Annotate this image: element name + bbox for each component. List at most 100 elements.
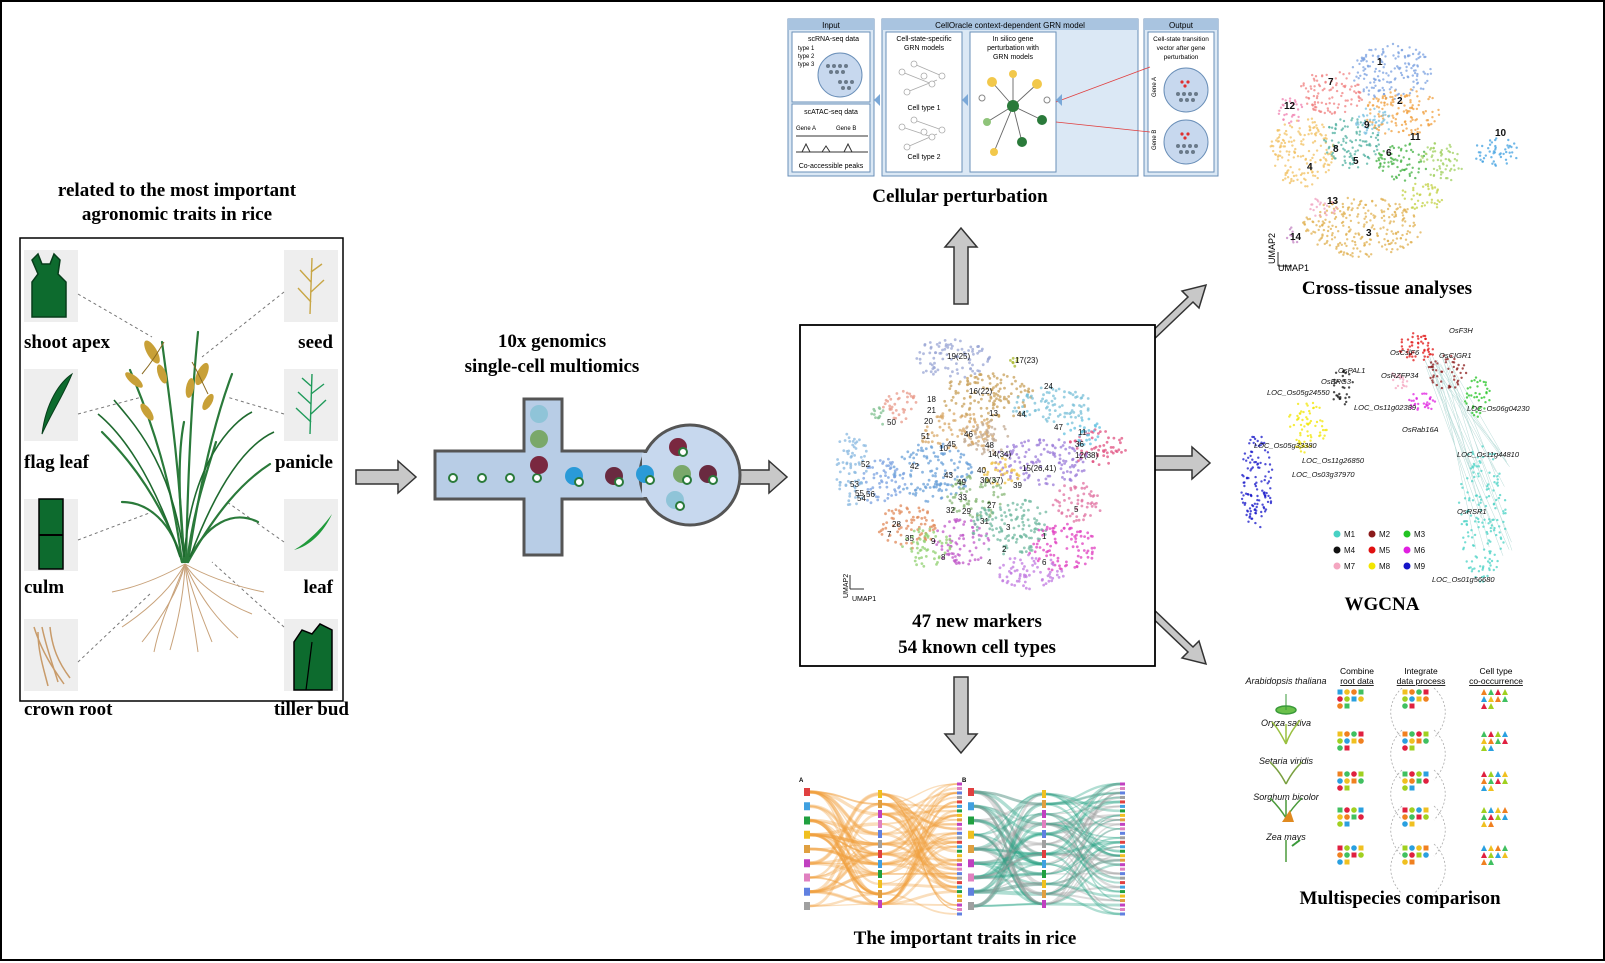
species-glyph [1337,852,1343,858]
scatter-point [905,537,908,540]
scatter-point [1328,89,1331,92]
scatter-point [950,433,954,436]
scatter-point [1342,140,1345,143]
scatter-point [1072,411,1076,414]
scatter-point [883,499,887,503]
scatter-point [969,417,973,420]
scatter-point [1471,499,1475,502]
scatter-point [1416,235,1419,239]
scatter-point [1012,526,1016,530]
scatter-point [1324,158,1327,161]
scatter-point [999,378,1003,382]
scatter-point [881,409,885,413]
scatter-point [1328,126,1331,129]
celloracle-scatac: scATAC-seq data [804,109,858,116]
scatter-point [1249,438,1252,442]
scatter-point [1366,118,1369,122]
scatter-point [854,479,857,483]
scatter-point [1033,401,1037,405]
scatter-point [1009,474,1012,478]
scatter-point [1341,127,1345,130]
rice-plant-illustration [97,330,275,653]
species-glyph [1402,852,1408,858]
center-cluster-label: 42 [910,462,919,471]
scatter-point [911,515,915,519]
scatter-point [1071,393,1075,397]
wgcna-caption: WGCNA [1345,594,1420,615]
scatter-point [1450,371,1454,374]
scatter-point [1461,367,1464,370]
species-glyph [1409,703,1415,709]
scatter-point [1424,183,1428,186]
scatter-point [905,400,909,404]
scatter-point [891,460,894,464]
scatter-point [1414,176,1417,180]
scatter-point [1312,208,1315,212]
scatter-point [1022,472,1026,476]
scatter-point [962,484,966,487]
scatter-point [1065,515,1069,518]
species-glyph [1488,696,1494,702]
scatter-point [1452,365,1456,369]
scatter-point [1266,451,1270,454]
scatter-point [1048,570,1052,574]
center-cluster-label: 28 [892,520,901,529]
cross-tissue-cluster-label: 10 [1495,128,1507,139]
scatter-point [1004,544,1008,548]
scatter-point [1296,402,1300,406]
scatter-point [1474,391,1477,395]
scatter-point [1251,458,1254,461]
scatter-point [1367,157,1371,160]
species-glyph [1488,821,1494,827]
scatter-point [1051,443,1054,447]
scatter-point [1280,141,1283,145]
scatter-point [1383,94,1387,98]
scatter-point [1365,241,1368,244]
scatter-point [1494,164,1498,167]
scatter-point [991,481,995,485]
scatter-point [1303,133,1306,137]
scatter-point [1397,154,1401,157]
scatter-point [1007,478,1010,481]
scatter-point [1378,166,1381,169]
sankey-celltype-node [957,813,962,817]
scatter-point [899,542,903,546]
species-glyph [1351,689,1357,695]
scatter-point [1112,436,1116,440]
scatter-point [1312,174,1315,177]
scatter-point [1284,99,1287,102]
scatter-point [1068,514,1072,518]
scatter-point [977,538,981,542]
species-plant-icons [1269,694,1303,862]
scatter-point [914,401,918,404]
scatter-point [1416,199,1420,202]
scatter-point [1250,450,1254,454]
cross-tissue-scatter [1269,42,1518,258]
scatter-point [1321,220,1325,223]
center-cluster-label: 40 [977,466,986,475]
scatter-point [1422,351,1425,354]
scatter-point [994,468,997,472]
center-cluster-label: 24 [1044,382,1053,391]
species-glyph [1423,778,1429,784]
scatter-point [973,522,977,526]
scatter-point [1068,526,1072,530]
scatter-point [1392,158,1395,162]
tissue-connectors [77,291,285,663]
scatter-point [1392,232,1395,235]
scatter-point [916,551,920,555]
scatter-point [1475,556,1479,559]
scatter-point [1047,416,1051,420]
sankey-trait-node [878,820,882,828]
scatter-point [1412,214,1416,217]
species-glyph [1358,771,1364,777]
scatter-point [910,528,913,531]
scatter-point [1470,529,1473,532]
scatter-point [1296,155,1300,158]
scatter-point [1295,240,1299,244]
sankey-tissue-node [968,887,974,896]
scatter-point [1297,130,1300,133]
scatter-point [1268,463,1272,466]
scatter-point [1010,382,1014,386]
scatter-point [1383,101,1386,104]
